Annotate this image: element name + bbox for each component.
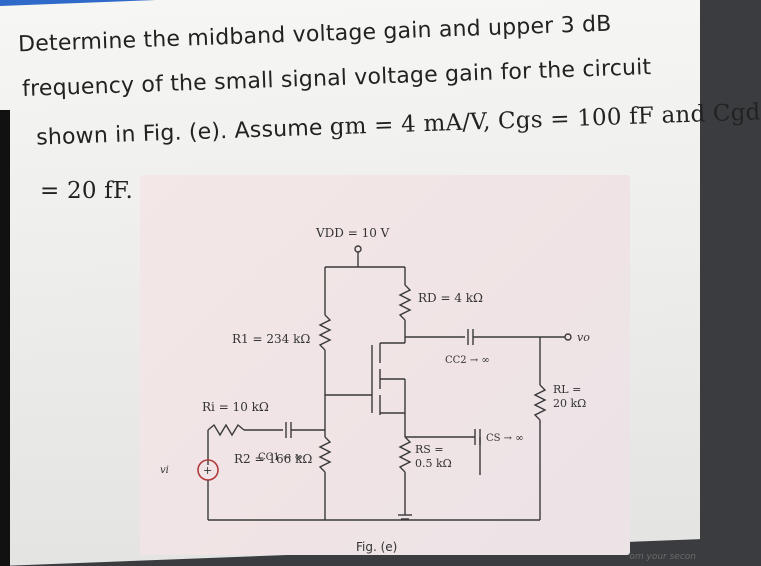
vi-label: vi [160,465,169,476]
vi-source-plus: + [203,464,212,477]
vdd-node [354,245,362,253]
rl-label-line-1: RL = [553,383,581,396]
r1-zigzag [318,314,332,351]
circuit-diagram: VDD = 10 V RD = 4 kΩ R1 = 234 kΩ Ri = 10… [160,226,590,554]
rd-zigzag [398,284,412,321]
figure-caption: Fig. (e) [356,540,397,554]
cs-label: CS → ∞ [486,433,524,444]
footer-text: om your secon [629,552,696,562]
rl-label-line-2: 20 kΩ [553,397,586,410]
circuit-figure-area: VDD = 10 V RD = 4 kΩ R1 = 234 kΩ Ri = 10… [140,175,630,555]
cc1-label: CC1 → ∞ [258,452,303,463]
rs-label-line-2: 0.5 kΩ [415,457,452,470]
screen-left-edge [0,110,10,566]
ri-zigzag [207,423,245,437]
rl-zigzag [533,384,547,421]
r1-label: R1 = 234 kΩ [232,332,310,346]
question-line-4: = 20 fF. [40,178,133,204]
rs-zigzag [398,436,412,473]
output-node [564,333,572,341]
rs-label-line-1: RS = [415,443,444,456]
rd-label: RD = 4 kΩ [418,291,483,305]
question-line-4-math: = 20 fF. [40,178,133,204]
r2-label: R2 = 166 kΩ [234,452,312,466]
cc2-label: CC2 → ∞ [445,355,490,366]
ri-label: Ri = 10 kΩ [202,400,269,414]
vdd-label: VDD = 10 V [315,226,390,240]
r2-zigzag [318,436,332,473]
vo-label: vo [577,331,590,344]
